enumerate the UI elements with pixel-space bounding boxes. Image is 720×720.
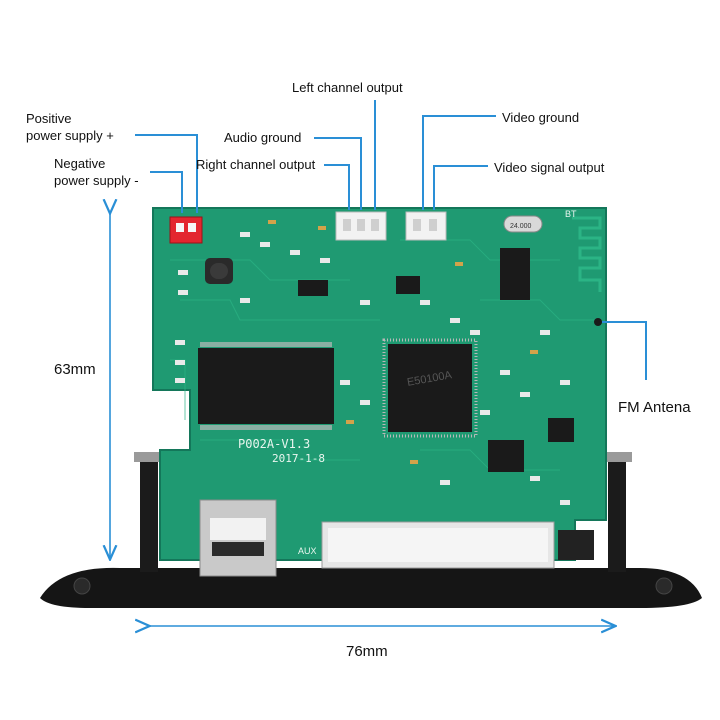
power-connector [169,216,203,244]
leader-audio-ground [314,137,362,210]
right-post [608,458,626,572]
faceplate [40,567,702,608]
crystal-text: 24.000 [510,223,532,230]
leader-positive [135,134,198,213]
board-date: 2017-1-8 [272,452,325,465]
video-ground-label: Video ground [502,110,580,125]
negative-supply-line2: power supply - [54,173,139,188]
video-connector [405,211,447,241]
bt-chip [500,248,530,300]
fm-antenna-point [594,318,602,326]
video-signal-label: Video signal output [494,160,605,175]
leader-video-ground [422,115,496,210]
positive-supply-label: Positive power supply + [26,110,114,144]
amp-chip [298,280,328,296]
negative-supply-line1: Negative [54,156,106,171]
leader-video-signal [433,165,488,210]
board-model: P002A-V1.3 [238,437,310,451]
negative-supply-label: Negative power supply - [54,155,139,189]
right-channel-label: Right channel output [196,157,316,172]
left-post [140,458,158,572]
leader-fm-antenna [602,321,647,380]
positive-supply-line2: power supply + [26,128,114,143]
fm-antenna-label: FM Antena [618,399,691,416]
positive-supply-line1: Positive [26,111,72,126]
audio-ground-label: Audio ground [224,130,302,145]
bt-text: BT [565,209,577,219]
leader-negative [150,171,183,213]
bt-antenna-trace [572,216,602,292]
width-dimension-label: 76mm [346,643,388,660]
aux-jack [558,530,594,560]
leader-right-channel [324,164,350,210]
height-dimension-label: 63mm [54,361,96,378]
crystal [503,215,543,233]
main-chip [388,344,472,432]
aux-text: AUX [298,546,317,556]
left-channel-label: Left channel output [292,80,403,95]
memory-chip [198,348,334,424]
